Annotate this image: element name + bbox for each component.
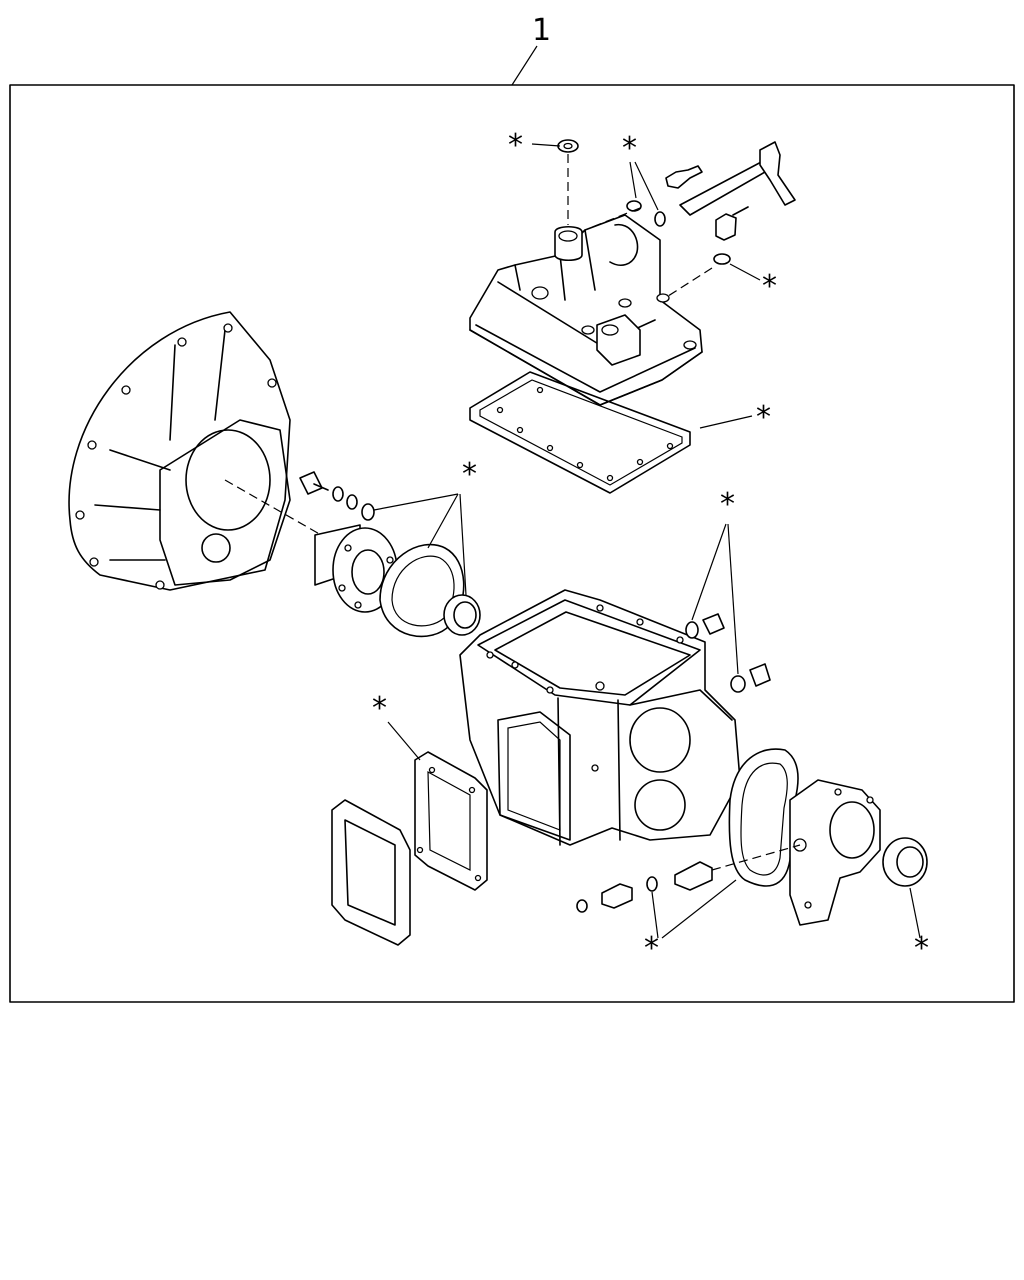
small-washer-b bbox=[713, 253, 731, 265]
top-cover-gasket bbox=[469, 371, 691, 494]
breather-plug bbox=[715, 213, 737, 241]
speedo-plug bbox=[576, 899, 588, 913]
switch-sensor bbox=[665, 165, 703, 189]
front-gasket bbox=[379, 543, 465, 638]
bell-housing bbox=[68, 311, 291, 591]
front-washer-2 bbox=[346, 494, 358, 510]
callout-number: 1 bbox=[532, 13, 551, 48]
oring-a bbox=[654, 211, 666, 227]
front-washer-3 bbox=[361, 503, 375, 521]
top-cover-assembly bbox=[469, 214, 703, 406]
kit-marker-7: * bbox=[372, 691, 387, 726]
case-plug-2 bbox=[749, 663, 771, 687]
kit-marker-1: * bbox=[508, 128, 523, 163]
small-washer-a bbox=[626, 200, 642, 212]
speedo-sleeve bbox=[674, 861, 713, 891]
rear-oil-seal bbox=[882, 837, 928, 887]
top-gasket-holes bbox=[496, 386, 674, 482]
kit-marker-2: * bbox=[622, 131, 637, 166]
case-washer-1 bbox=[685, 621, 699, 639]
side-cover bbox=[331, 799, 411, 946]
case-plug-1 bbox=[702, 613, 725, 635]
kit-marker-6: * bbox=[720, 487, 735, 522]
kit-marker-9: * bbox=[914, 931, 929, 966]
kit-marker-5: * bbox=[462, 457, 477, 492]
front-bolt bbox=[299, 471, 323, 495]
speedo-oring bbox=[646, 876, 658, 892]
kit-markers: * * * * * * * * * bbox=[372, 128, 929, 966]
case-washer-2 bbox=[730, 675, 746, 693]
side-cover-gasket bbox=[414, 751, 488, 891]
kit-marker-3: * bbox=[762, 269, 777, 304]
front-washer-1 bbox=[332, 486, 344, 502]
kit-frame bbox=[9, 84, 1015, 1003]
speedo-gear bbox=[601, 883, 633, 909]
rear-gasket bbox=[728, 748, 799, 887]
rear-extension-housing bbox=[789, 779, 881, 926]
callout-leader bbox=[511, 45, 538, 86]
front-oil-seal bbox=[443, 594, 481, 636]
kit-marker-8: * bbox=[644, 931, 659, 966]
kit-marker-4: * bbox=[756, 400, 771, 435]
